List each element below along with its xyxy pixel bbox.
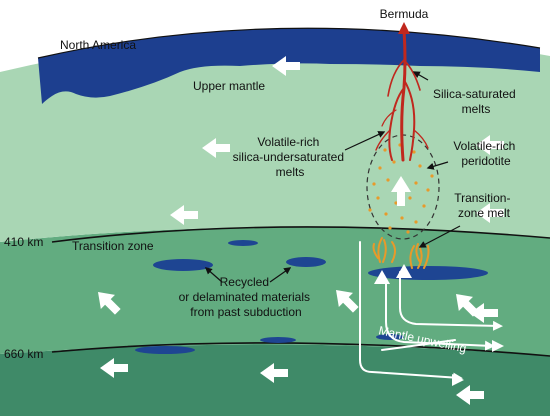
- black-pointer-arrow-icon: [426, 161, 449, 170]
- crust-layer: [38, 28, 540, 105]
- boundary-660: [51, 342, 550, 357]
- bermuda-arrow-icon: [398, 22, 410, 34]
- transition-zone-melt: [372, 237, 430, 269]
- label-bermuda: Bermuda: [380, 7, 429, 21]
- label-line: melts: [462, 102, 491, 116]
- label-north-america: North America: [60, 38, 136, 52]
- crust-outline: [37, 27, 541, 59]
- pointer-arrows: [204, 71, 461, 283]
- upwelling-arrows: [374, 264, 504, 386]
- black-pointer-arrow-icon: [269, 267, 292, 283]
- label-660-km: 660 km: [4, 347, 43, 361]
- slab-fragment: [228, 240, 258, 246]
- label-transition-zone: Transition zone: [72, 239, 154, 253]
- label-410-km: 410 km: [4, 235, 43, 249]
- label-silica-saturated: Silica-saturated melts: [433, 87, 519, 116]
- lower-mantle-layer: [0, 344, 550, 416]
- silica-saturated-melt-veins: [375, 28, 429, 162]
- slab-fragment: [135, 346, 195, 354]
- label-line: melts: [276, 165, 305, 179]
- mantle-upwelling-flow: [359, 241, 503, 383]
- slab-fragment: [153, 259, 213, 271]
- slab-fragment: [260, 337, 296, 343]
- label-line: silica-undersaturated: [233, 150, 344, 164]
- black-pointer-arrow-icon: [412, 71, 429, 81]
- label-line: peridotite: [461, 154, 511, 168]
- upwelling-arrow-icon: [391, 176, 411, 206]
- black-pointer-arrow-icon: [204, 267, 223, 283]
- label-line: Silica-saturated: [433, 87, 516, 101]
- label-volatile-undersaturated-melts: Volatile-rich silica-undersaturated melt…: [233, 135, 348, 179]
- slab-fragment: [376, 334, 404, 340]
- label-line: Volatile-rich: [257, 135, 319, 149]
- label-recycled-materials: Recycled or delaminated materials from p…: [179, 275, 314, 319]
- label-line: from past subduction: [190, 305, 301, 319]
- label-line: Volatile-rich: [453, 139, 515, 153]
- label-volatile-peridotite: Volatile-rich peridotite: [453, 139, 518, 168]
- slab-fragment: [286, 257, 326, 267]
- boundary-410: [51, 226, 550, 243]
- label-line: Recycled: [220, 275, 269, 289]
- label-line: or delaminated materials: [179, 290, 310, 304]
- black-pointer-arrow-icon: [418, 225, 461, 248]
- label-transition-zone-melt: Transition- zone melt: [454, 191, 514, 220]
- label-upper-mantle: Upper mantle: [193, 79, 265, 93]
- label-line: Transition-: [454, 191, 510, 205]
- black-pointer-arrow-icon: [344, 131, 386, 151]
- label-line: zone melt: [458, 206, 511, 220]
